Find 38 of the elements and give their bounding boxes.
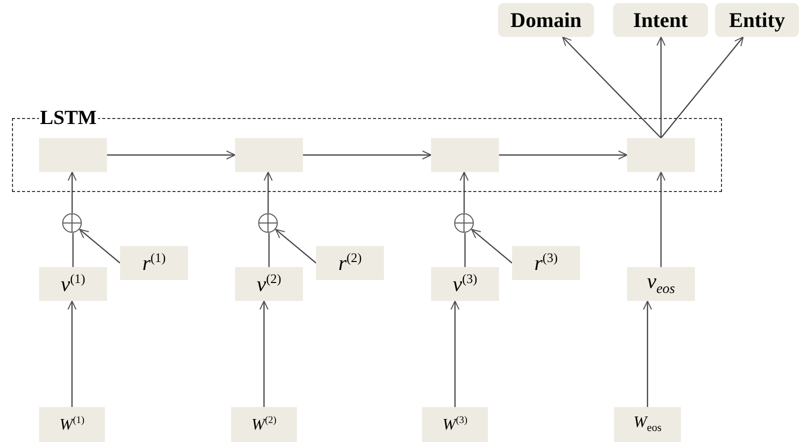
arrow bbox=[68, 300, 76, 407]
arrow bbox=[471, 228, 512, 264]
arrow bbox=[660, 36, 744, 138]
lstm-cell bbox=[430, 138, 499, 172]
arrow bbox=[275, 228, 316, 264]
input-box: W$^{(3)}$ bbox=[422, 407, 488, 442]
vector-box: v$^{(1)}$ bbox=[39, 267, 107, 301]
vector-box: v$^{(3)}$ bbox=[431, 267, 499, 301]
sum-node bbox=[454, 213, 474, 233]
output-box: Domain bbox=[498, 3, 594, 37]
input-box: W$^{(1)}$ bbox=[39, 407, 105, 442]
arrow bbox=[260, 300, 268, 407]
sum-node bbox=[62, 213, 82, 233]
lstm-cell bbox=[234, 138, 303, 172]
arrow bbox=[460, 172, 469, 213]
arrow bbox=[264, 172, 273, 213]
arrow bbox=[68, 172, 77, 213]
vector-box: r$^{(3)}$ bbox=[512, 246, 580, 280]
output-box: Intent bbox=[613, 3, 708, 37]
arrow bbox=[79, 228, 120, 264]
lstm-cell bbox=[626, 138, 695, 172]
vector-box: r$^{(1)}$ bbox=[120, 246, 188, 280]
sum-node bbox=[258, 213, 278, 233]
arrow bbox=[656, 36, 666, 138]
arrow bbox=[107, 150, 236, 160]
arrow bbox=[562, 36, 662, 138]
vector-box: r$^{(2)}$ bbox=[316, 246, 384, 280]
arrow bbox=[303, 150, 432, 160]
arrow bbox=[643, 300, 652, 407]
lstm-cell bbox=[38, 138, 107, 172]
arrow bbox=[656, 172, 666, 267]
vector-box: v$_{eos}$ bbox=[627, 267, 695, 301]
arrow bbox=[450, 300, 460, 407]
vector-box: v$^{(2)}$ bbox=[235, 267, 303, 301]
arrow bbox=[499, 150, 628, 160]
input-box: W$_{eos}$ bbox=[614, 407, 681, 442]
output-box: Entity bbox=[715, 3, 799, 37]
input-box: W$^{(2)}$ bbox=[231, 407, 297, 442]
